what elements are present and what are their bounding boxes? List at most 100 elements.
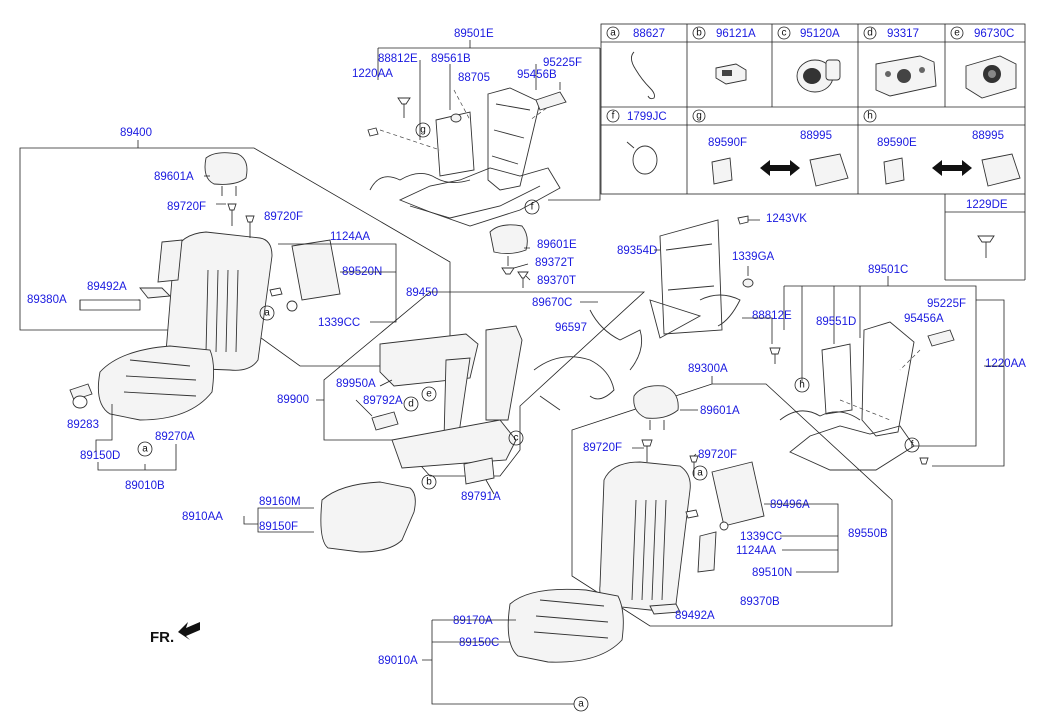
label-1124AA[interactable]: 1124AA [330, 231, 370, 243]
label-89720F[interactable]: 89720F [264, 211, 303, 223]
label-88812E[interactable]: 88812E [378, 53, 418, 65]
label-89370B[interactable]: 89370B [740, 596, 780, 608]
headrest-part [633, 385, 679, 419]
callout-letter: c [514, 433, 519, 444]
label-89372T[interactable]: 89372T [535, 257, 574, 269]
legend-part-number[interactable]: 1229DE [966, 199, 1008, 211]
label-1339GA[interactable]: 1339GA [732, 251, 775, 263]
label-89160M[interactable]: 89160M [259, 496, 301, 508]
label-1339CC[interactable]: 1339CC [318, 317, 360, 329]
callout-b[interactable] [421, 474, 437, 490]
label-89720F[interactable]: 89720F [583, 442, 622, 454]
label-89150C[interactable]: 89150C [459, 637, 499, 649]
callout-f[interactable] [904, 437, 920, 453]
callout-c[interactable] [508, 430, 524, 446]
label-89270A[interactable]: 89270A [155, 431, 195, 443]
legend-cell-e: e 96730C [950, 26, 1017, 99]
label-89492A[interactable]: 89492A [87, 281, 127, 293]
label-89791A[interactable]: 89791A [461, 491, 501, 503]
legend-part-number[interactable]: 88995 [800, 130, 832, 142]
legend-key: c [782, 28, 787, 39]
screw-part [977, 235, 995, 243]
label-88812E[interactable]: 88812E [752, 310, 792, 322]
label-89170A[interactable]: 89170A [453, 615, 493, 627]
left-seat-assembly [19, 140, 451, 421]
label-1220AA[interactable]: 1220AA [985, 358, 1026, 370]
callout-g[interactable] [415, 122, 431, 138]
label-89601A[interactable]: 89601A [154, 171, 194, 183]
label-89670C[interactable]: 89670C [532, 297, 572, 309]
label-89450[interactable]: 89450 [406, 287, 438, 299]
legend-part-number[interactable]: 89590F [708, 137, 747, 149]
label-89501E[interactable]: 89501E [454, 28, 494, 40]
label-95225F[interactable]: 95225F [543, 57, 582, 69]
legend-part-number[interactable]: 96121A [716, 28, 756, 40]
legend-part-number[interactable]: 88627 [633, 28, 665, 40]
label-89283[interactable]: 89283 [67, 419, 99, 431]
legend-part-number[interactable]: 88995 [972, 130, 1004, 142]
label-89380A[interactable]: 89380A [27, 294, 67, 306]
callout-a[interactable] [573, 696, 589, 712]
label-89950A[interactable]: 89950A [336, 378, 376, 390]
label-1339CC[interactable]: 1339CC [740, 531, 782, 543]
label-95456A[interactable]: 95456A [904, 313, 944, 325]
legend-part-number[interactable]: 89590E [877, 137, 917, 149]
callout-letter: h [799, 380, 805, 391]
label-89492A[interactable]: 89492A [675, 610, 715, 622]
label-89300A[interactable]: 89300A [688, 363, 728, 375]
legend-cell-a: a 88627 [606, 26, 665, 100]
label-8910AA[interactable]: 8910AA [182, 511, 223, 523]
armrest-part [485, 325, 523, 421]
label-89150F[interactable]: 89150F [259, 521, 298, 533]
label-89601A[interactable]: 89601A [700, 405, 740, 417]
callout-h[interactable] [794, 377, 810, 393]
legend-table [600, 23, 1026, 281]
label-89561B[interactable]: 89561B [431, 53, 471, 65]
callout-a[interactable] [259, 305, 275, 321]
callout-d[interactable] [403, 396, 419, 412]
seat-cushion-part [97, 345, 215, 421]
label-89550B[interactable]: 89550B [848, 528, 888, 540]
label-96597[interactable]: 96597 [555, 322, 587, 334]
legend-part-number[interactable]: 95120A [800, 28, 840, 40]
label-89354D[interactable]: 89354D [617, 245, 657, 257]
callout-f[interactable] [524, 199, 540, 215]
label-95456B[interactable]: 95456B [517, 69, 557, 81]
lever-part [535, 91, 567, 111]
label-89150D[interactable]: 89150D [80, 450, 120, 462]
label-89501C[interactable]: 89501C [868, 264, 908, 276]
label-1243VK[interactable]: 1243VK [766, 213, 807, 225]
callout-letter: d [408, 399, 414, 410]
label-89900[interactable]: 89900 [277, 394, 309, 406]
label-95225F[interactable]: 95225F [927, 298, 966, 310]
armrest-cover-part [320, 481, 416, 553]
legend-part-number[interactable]: 1799JC [627, 111, 667, 123]
armrest-cushion-assembly [243, 481, 416, 553]
legend-part-number[interactable]: 96730C [974, 28, 1014, 40]
legend-cell-c: c 95120A [777, 26, 841, 93]
label-89551D[interactable]: 89551D [816, 316, 856, 328]
label-89720F[interactable]: 89720F [167, 201, 206, 213]
label-89370T[interactable]: 89370T [537, 275, 576, 287]
label-89400[interactable]: 89400 [120, 127, 152, 139]
label-89010A[interactable]: 89010A [378, 655, 418, 667]
callout-e[interactable] [421, 386, 437, 402]
callout-a[interactable] [137, 441, 153, 457]
legend-cell-extra: 1229DE [966, 199, 1008, 258]
ring-clip-part [631, 51, 655, 100]
label-89601E[interactable]: 89601E [537, 239, 577, 251]
label-89720F[interactable]: 89720F [698, 449, 737, 461]
side-panel-part [697, 531, 717, 573]
legend-part-number[interactable]: 93317 [887, 28, 919, 40]
legend-cell-f: f 1799JC [606, 109, 667, 175]
label-1220AA[interactable]: 1220AA [352, 68, 393, 80]
callout-letter: a [142, 444, 148, 455]
label-88705[interactable]: 88705 [458, 72, 490, 84]
label-89510N[interactable]: 89510N [752, 567, 792, 579]
callout-letter: a [264, 308, 270, 319]
label-89496A[interactable]: 89496A [770, 499, 810, 511]
label-89010B[interactable]: 89010B [125, 480, 165, 492]
label-89792A[interactable]: 89792A [363, 395, 403, 407]
label-1124AA[interactable]: 1124AA [736, 545, 776, 557]
callout-a[interactable] [692, 465, 708, 481]
